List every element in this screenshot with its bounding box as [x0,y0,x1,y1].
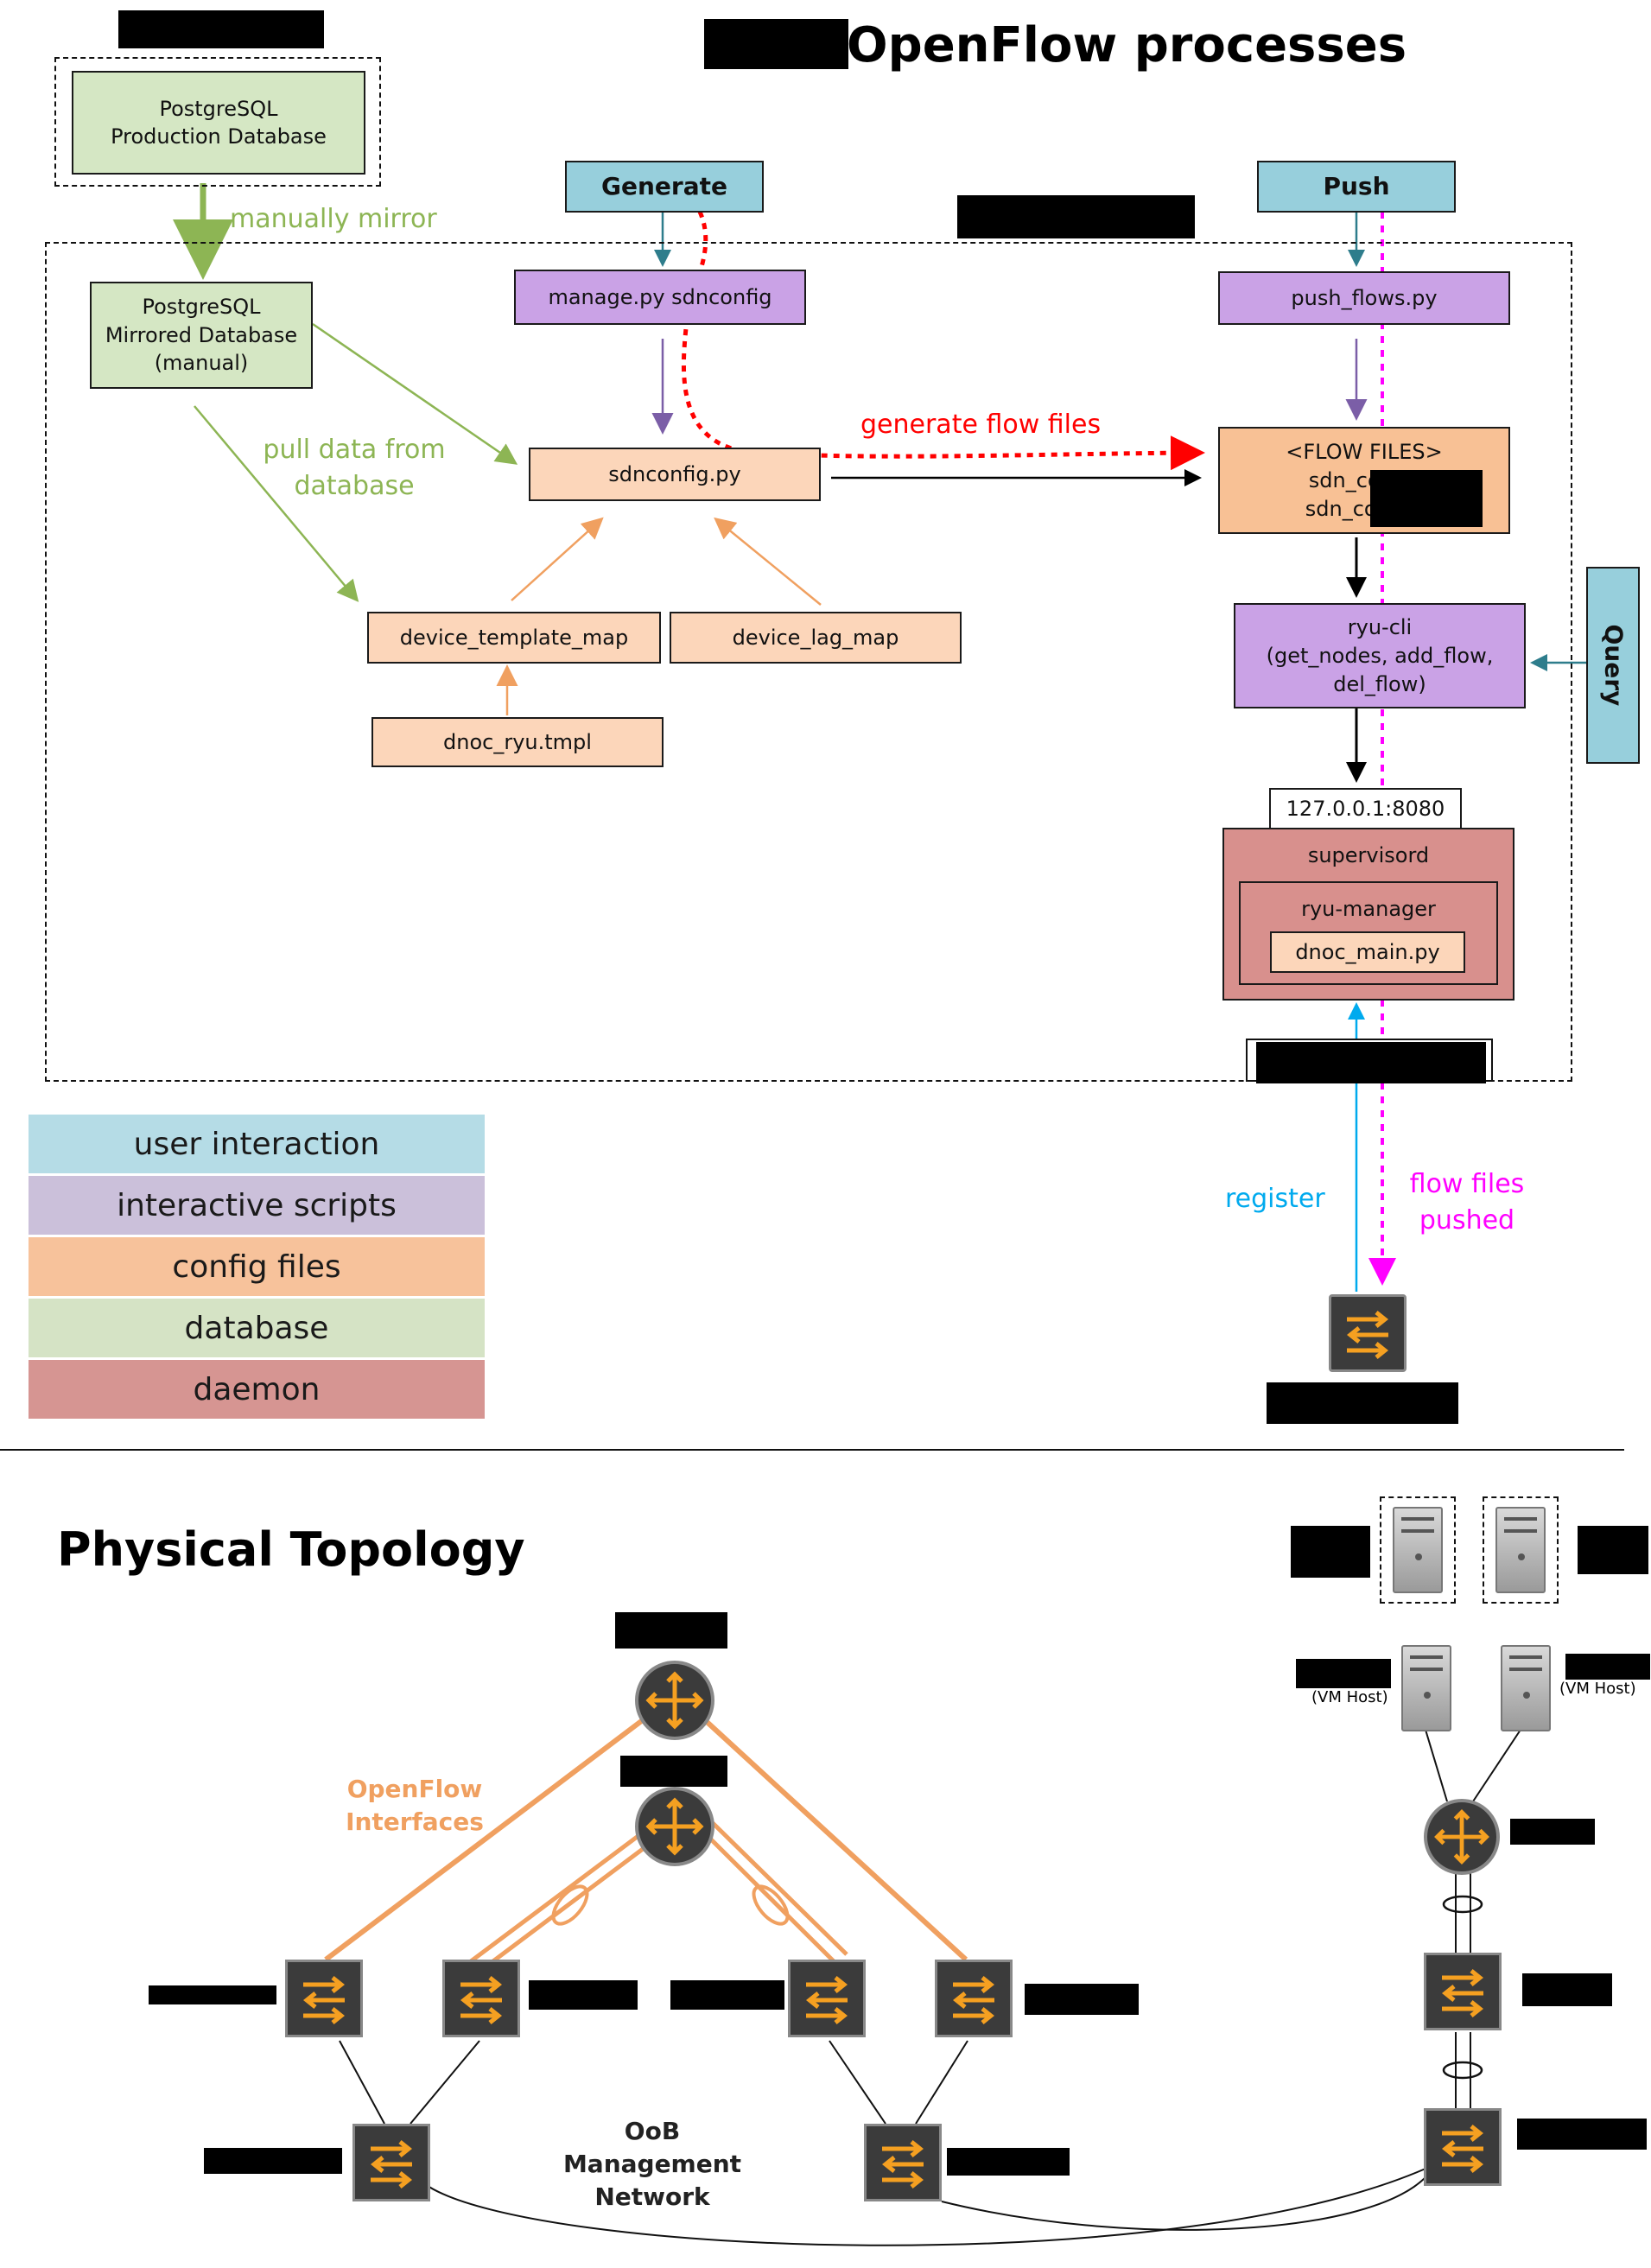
switch-icon-3 [788,1960,866,2037]
push-flows-script: push_flows.py [1218,271,1510,325]
of-link-4a [700,1828,835,1963]
switch-icon-4 [935,1960,1013,2037]
oob-link-3 [829,2040,886,2125]
of-link-2 [702,1717,968,1962]
redacted-router-core-label [615,1612,727,1649]
generate-flow-files-label: generate flow files [860,410,1102,440]
of-link-4b [711,1821,848,1956]
redacted-switch-4-label [1025,1984,1139,2015]
switch-icon-2 [442,1960,520,2037]
oob-network-label: OoB Management Network [562,2117,742,2211]
router-icon-right [1424,1799,1500,1875]
manage-sdnconfig-script: manage.py sdnconfig [514,270,806,325]
stack-ring-1 [1442,1895,1483,1914]
legend-daemon: daemon [29,1360,485,1419]
switch-icon-1 [285,1960,363,2037]
push-button[interactable]: Push [1257,161,1456,213]
redacted-switch-1-label [149,1985,276,2004]
redacted-oob-2-label [947,2148,1070,2176]
redacted-host-2-label [1565,1654,1650,1680]
register-label: register [1225,1184,1325,1214]
query-button[interactable]: Query [1586,567,1640,764]
redacted-oob-1-label [204,2148,342,2174]
lag-ring-left [551,1884,589,1926]
pull-data-label: pull data from database [263,435,446,501]
server-vm-container-2 [1483,1496,1559,1604]
production-database-box: PostgreSQL Production Database [72,71,365,175]
stack-ring-2 [1442,2061,1483,2080]
redacted-flow-path [1370,470,1483,527]
legend-interactive-scripts: interactive scripts [29,1176,485,1235]
oob-link-right [941,2176,1426,2231]
oob-link-2 [410,2040,480,2125]
edge-template-map-to-sdnconfig [511,517,604,601]
redacted-router-agg-label [620,1756,727,1787]
of-link-3b [482,1837,658,1970]
router-icon-core [635,1661,714,1740]
edge-lag-map-to-sdnconfig [714,517,822,606]
vm-host-label-1: (VM Host) [1311,1688,1388,1706]
query-button-label: Query [1598,624,1628,707]
redacted-vm-2-label [1578,1526,1648,1574]
dnoc-ryu-tmpl: dnoc_ryu.tmpl [371,717,664,767]
server-icon-vm-2 [1495,1507,1546,1593]
mirrored-database-box: PostgreSQL Mirrored Database (manual) [90,282,313,389]
switch-arrows-icon [1346,1311,1389,1359]
ryu-manager-label: ryu-manager [1301,897,1436,921]
redacted-interface-label [1256,1042,1486,1083]
redacted-server-label [957,195,1195,238]
vm-host-label-2: (VM Host) [1559,1680,1636,1698]
server-vm-container-1 [1380,1496,1456,1604]
ryu-cli-box: ryu-cli (get_nodes, add_flow, del_flow) [1234,603,1526,708]
edge-mirror-to-template-map [194,405,359,602]
router-icon-agg [635,1787,714,1866]
page-title: OpenFlow processes [847,17,1407,73]
oob-link-4 [915,2040,968,2125]
oob-switch-icon-2 [864,2124,942,2201]
supervisord-label: supervisord [1307,843,1430,867]
legend-user-interaction: user interaction [29,1115,485,1173]
redacted-stack-2-label [1517,2119,1647,2150]
topology-title: Physical Topology [57,1522,525,1577]
legend-database: database [29,1299,485,1357]
oob-link-1 [339,2040,385,2125]
address-box: 127.0.0.1:8080 [1269,788,1462,829]
manually-mirror-label: manually mirror [230,204,437,234]
device-lag-map: device_lag_map [670,612,962,664]
of-link-1 [324,1717,645,1962]
edge-mirror-to-sdnconfig [312,322,518,465]
dnoc-main-py: dnoc_main.py [1270,931,1465,973]
redacted-router-right-label [1510,1819,1595,1845]
device-template-map: device_template_map [367,612,661,664]
openflow-switch-icon [1329,1294,1407,1372]
vmhost-link-1 [1425,1729,1448,1802]
of-link-3a [469,1827,648,1964]
edge-generate-flow-files [681,210,1205,471]
redacted-switch-2-label [529,1980,638,2010]
redacted-switch-3-label [670,1980,784,2010]
flow-files-pushed-label: flow files pushed [1409,1169,1525,1236]
lag-ring-right [752,1884,790,1926]
server-container [45,242,1572,1082]
legend-config-files: config files [29,1237,485,1296]
redacted-stack-1-label [1522,1973,1612,2006]
redacted-switch-label [1267,1382,1458,1424]
redacted-vm-1-label [1291,1526,1370,1578]
stack-switch-icon-2 [1424,2108,1502,2186]
server-icon-vm-1 [1393,1507,1443,1593]
stack-switch-icon-1 [1424,1953,1502,2030]
sdnconfig-py: sdnconfig.py [529,448,821,501]
redacted-title-prefix [704,19,848,69]
redacted-prod-label [118,10,324,48]
oob-link-long [427,2168,1426,2246]
server-icon-host-1 [1401,1645,1451,1731]
generate-button[interactable]: Generate [565,161,764,213]
production-db-container [54,57,381,187]
redacted-host-1-label [1296,1659,1391,1688]
vmhost-link-2 [1472,1729,1521,1802]
oob-switch-icon-1 [352,2124,430,2201]
openflow-interfaces-label: OpenFlow Interfaces [346,1775,484,1836]
server-icon-host-2 [1501,1645,1551,1731]
